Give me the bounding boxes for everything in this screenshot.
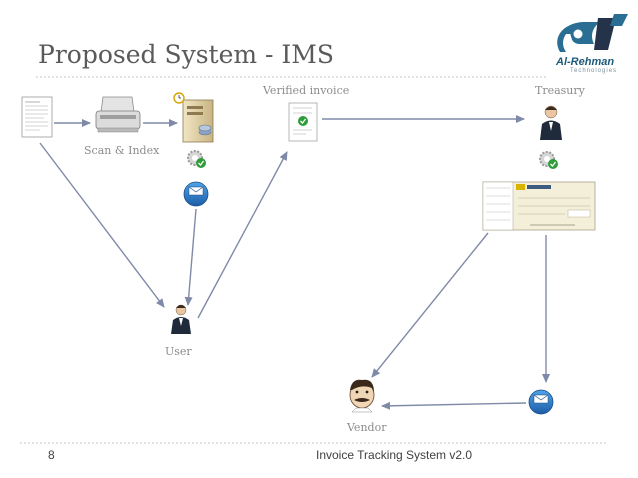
vendor-icon [349,379,375,413]
scanner-icon [95,96,141,133]
company-logo-icon [557,14,628,52]
gear-check-icon [187,150,206,168]
scan-index-label: Scan & Index [84,144,160,157]
invoice-document-icon [21,96,53,138]
page-number: 8 [48,448,55,462]
user-icon [171,304,191,334]
logo-name: Al-Rehman [556,56,615,68]
arrow-document-to-user [39,142,165,308]
treasury-person-icon [540,105,562,140]
treasury-gear-check-icon [539,151,558,169]
verified-invoice-label: Verified invoice [263,84,350,97]
treasury-label: Treasury [535,84,585,97]
user-label: User [165,345,192,358]
arrow-email-to-user [184,208,197,306]
verified-invoice-icon [288,102,318,142]
bank-cheque-icon [482,181,596,231]
email-icon [183,181,209,207]
server-icon [173,92,214,143]
arrow-cheque-to-vendor [371,232,489,378]
slide-title: Proposed System - IMS [38,40,335,69]
email-icon-vendor [528,389,554,415]
logo-tagline: Technologies [570,68,618,74]
arrow-user-to-verified-invoice [197,151,288,319]
arrow-email-to-vendor [381,401,527,410]
vendor-label: Vendor [347,421,387,434]
footer-text: Invoice Tracking System v2.0 [316,448,473,462]
